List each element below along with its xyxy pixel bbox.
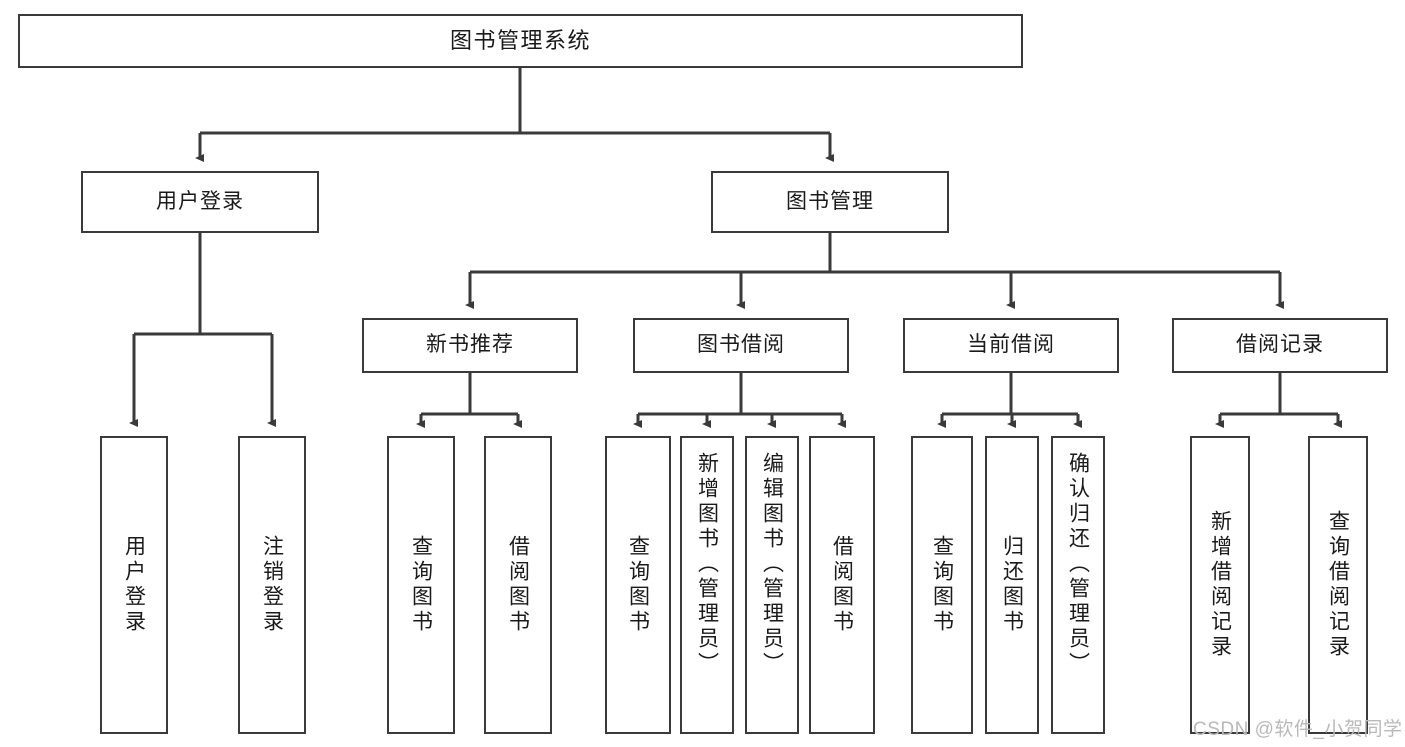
- node-new-book-recommend[interactable]: 新书推荐: [362, 318, 578, 373]
- node-leaf-edit-book-admin-label: 编辑图书（管理员）: [760, 452, 784, 677]
- node-new-book-recommend-label: 新书推荐: [426, 333, 514, 357]
- node-leaf-borrow-books-2[interactable]: 借阅图书: [809, 436, 875, 734]
- node-leaf-add-book-admin[interactable]: 新增图书（管理员）: [680, 436, 734, 734]
- node-leaf-query-borrow-record[interactable]: 查询借阅记录: [1308, 436, 1368, 734]
- node-leaf-confirm-return-admin-label: 确认归还（管理员）: [1066, 452, 1090, 677]
- node-leaf-edit-book-admin[interactable]: 编辑图书（管理员）: [745, 436, 799, 734]
- node-leaf-query-books-1-label: 查询图书: [409, 535, 433, 635]
- node-borrow-records-label: 借阅记录: [1236, 333, 1324, 357]
- node-leaf-query-books-3-label: 查询图书: [930, 535, 954, 635]
- node-current-borrow-label: 当前借阅: [967, 333, 1055, 357]
- node-leaf-logout[interactable]: 注销登录: [238, 436, 306, 734]
- node-leaf-logout-label: 注销登录: [260, 535, 284, 635]
- node-book-management-label: 图书管理: [786, 189, 874, 213]
- node-leaf-borrow-books-2-label: 借阅图书: [830, 535, 854, 635]
- node-root[interactable]: 图书管理系统: [18, 14, 1023, 68]
- node-leaf-add-book-admin-label: 新增图书（管理员）: [695, 452, 719, 677]
- node-leaf-query-books-2[interactable]: 查询图书: [605, 436, 671, 734]
- node-root-label: 图书管理系统: [449, 28, 591, 54]
- node-user-login-label: 用户登录: [156, 189, 244, 213]
- node-current-borrow[interactable]: 当前借阅: [903, 318, 1119, 373]
- node-leaf-confirm-return-admin[interactable]: 确认归还（管理员）: [1051, 436, 1105, 734]
- node-leaf-return-books[interactable]: 归还图书: [985, 436, 1039, 734]
- node-leaf-query-books-3[interactable]: 查询图书: [911, 436, 973, 734]
- node-book-borrow[interactable]: 图书借阅: [633, 318, 849, 373]
- node-leaf-return-books-label: 归还图书: [1000, 535, 1024, 635]
- node-borrow-records[interactable]: 借阅记录: [1172, 318, 1388, 373]
- node-user-login[interactable]: 用户登录: [81, 171, 319, 233]
- node-leaf-add-borrow-record-label: 新增借阅记录: [1208, 510, 1232, 660]
- node-leaf-user-login-label: 用户登录: [122, 535, 146, 635]
- node-leaf-user-login[interactable]: 用户登录: [100, 436, 168, 734]
- node-leaf-add-borrow-record[interactable]: 新增借阅记录: [1190, 436, 1250, 734]
- node-book-management[interactable]: 图书管理: [711, 171, 949, 233]
- node-leaf-query-books-2-label: 查询图书: [626, 535, 650, 635]
- node-leaf-borrow-books-1[interactable]: 借阅图书: [484, 436, 552, 734]
- node-leaf-query-books-1[interactable]: 查询图书: [387, 436, 455, 734]
- node-leaf-query-borrow-record-label: 查询借阅记录: [1326, 510, 1350, 660]
- watermark-text: CSDN @软件_小贺同学: [1193, 719, 1403, 740]
- node-leaf-borrow-books-1-label: 借阅图书: [506, 535, 530, 635]
- node-book-borrow-label: 图书借阅: [697, 333, 785, 357]
